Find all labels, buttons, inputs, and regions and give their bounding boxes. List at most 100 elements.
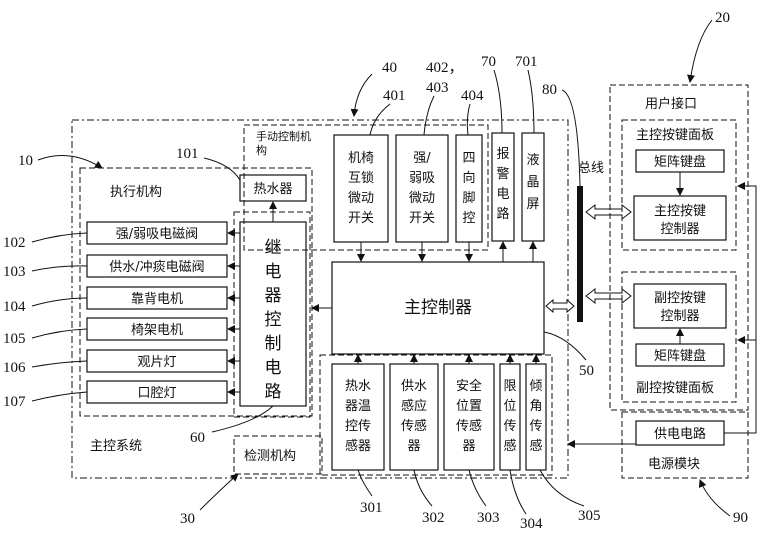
svg-text:机椅: 机椅 [348, 151, 374, 166]
manual-control-label-2: 构 [256, 143, 267, 157]
svg-text:403: 403 [426, 80, 449, 96]
bus-double-arrows [546, 205, 631, 312]
actuator-label-5: 观片灯 [137, 355, 176, 370]
sensor-to-controller-arrows [358, 355, 536, 364]
svg-text:路: 路 [496, 206, 509, 222]
svg-text:106: 106 [3, 360, 26, 376]
svg-text:电: 电 [496, 187, 509, 202]
svg-text:晶: 晶 [526, 175, 539, 190]
svg-text:电: 电 [265, 262, 282, 282]
svg-text:传: 传 [529, 419, 542, 434]
svg-text:开关: 开关 [409, 211, 435, 226]
user-interface-label: 用户接口 [645, 96, 697, 112]
svg-text:屏: 屏 [526, 197, 539, 212]
relay-circuit-label: 继 电 器 控 制 电 路 [265, 238, 282, 402]
svg-text:向: 向 [462, 170, 475, 186]
svg-text:位置: 位置 [456, 399, 482, 414]
power-circuit-label: 供电电路 [654, 426, 706, 442]
svg-text:器: 器 [407, 439, 420, 454]
svg-text:器温: 器温 [345, 399, 371, 414]
controller-to-output-arrows [503, 242, 533, 262]
power-module-label: 电源模块 [648, 457, 700, 472]
svg-text:脚: 脚 [462, 190, 475, 206]
svg-text:限: 限 [503, 379, 516, 394]
svg-text:安全: 安全 [456, 378, 482, 394]
svg-text:20: 20 [715, 10, 730, 26]
main-panel-label: 主控按键面板 [636, 128, 714, 143]
svg-text:103: 103 [3, 264, 26, 280]
manual-to-controller-arrows [361, 242, 469, 261]
bus-bar [577, 186, 583, 322]
svg-text:器: 器 [462, 439, 475, 454]
svg-text:107: 107 [3, 394, 26, 410]
svg-text:80: 80 [542, 82, 557, 98]
svg-text:微动: 微动 [409, 191, 435, 206]
svg-text:105: 105 [3, 331, 26, 347]
svg-text:301: 301 [360, 500, 383, 516]
svg-text:控: 控 [265, 310, 282, 330]
svg-text:302: 302 [422, 510, 445, 526]
svg-text:传: 传 [503, 419, 516, 434]
main-key-controller-label-1: 主控按键 [654, 204, 706, 219]
svg-text:位: 位 [503, 399, 516, 414]
sub-key-controller-label-1: 副控按键 [654, 291, 706, 306]
svg-text:402，: 402， [426, 60, 464, 76]
svg-text:303: 303 [477, 510, 500, 526]
svg-text:开关: 开关 [348, 211, 374, 226]
svg-text:路: 路 [265, 382, 282, 402]
svg-text:101: 101 [176, 146, 199, 162]
svg-text:强/: 强/ [413, 151, 431, 166]
main-controller-label: 主控制器 [404, 298, 472, 318]
manual-control-label-1: 手动控制机 [256, 129, 311, 143]
svg-text:继: 继 [265, 238, 282, 258]
svg-text:供水: 供水 [401, 379, 427, 394]
svg-text:传感: 传感 [401, 418, 427, 434]
svg-text:401: 401 [383, 88, 406, 104]
svg-text:60: 60 [190, 430, 205, 446]
main-matrix-keypad-label: 矩阵键盘 [654, 154, 706, 170]
svg-text:液: 液 [526, 153, 539, 168]
actuator-label-2: 供水/冲痰电磁阀 [109, 259, 204, 275]
svg-text:305: 305 [578, 508, 601, 524]
svg-text:传感: 传感 [456, 418, 482, 434]
svg-text:102: 102 [3, 235, 26, 251]
sub-key-controller-label-2: 控制器 [660, 309, 699, 324]
svg-text:角: 角 [529, 399, 542, 414]
svg-text:104: 104 [3, 299, 26, 315]
svg-text:四: 四 [462, 151, 475, 166]
actuator-label-4: 椅架电机 [131, 323, 183, 338]
actuator-label-1: 强/弱吸电磁阀 [116, 227, 198, 242]
svg-text:30: 30 [180, 511, 195, 527]
sub-panel-label: 副控按键面板 [636, 381, 714, 396]
svg-text:微动: 微动 [348, 191, 374, 206]
svg-text:报: 报 [496, 147, 509, 162]
svg-text:控传: 控传 [345, 419, 371, 434]
svg-text:304: 304 [520, 516, 543, 532]
svg-text:701: 701 [515, 54, 538, 70]
svg-text:50: 50 [579, 363, 594, 379]
main-system-label: 主控系统 [90, 439, 142, 454]
svg-text:70: 70 [481, 54, 496, 70]
actuator-label-6: 口腔灯 [137, 386, 176, 401]
svg-text:控: 控 [462, 211, 475, 226]
actuator-label-3: 靠背电机 [131, 292, 183, 307]
svg-text:弱吸: 弱吸 [409, 171, 435, 186]
svg-text:感: 感 [529, 438, 542, 454]
svg-text:热水: 热水 [345, 379, 371, 394]
water-heater-label: 热水器 [253, 182, 292, 197]
main-key-controller-label-2: 控制器 [660, 222, 699, 237]
svg-text:90: 90 [733, 510, 748, 526]
svg-text:感器: 感器 [345, 438, 371, 454]
svg-text:互锁: 互锁 [348, 170, 374, 186]
actuator-list: 强/弱吸电磁阀 供水/冲痰电磁阀 靠背电机 椅架电机 观片灯 口腔灯 [87, 222, 227, 403]
svg-text:警: 警 [496, 166, 509, 182]
svg-text:器: 器 [265, 286, 282, 306]
bus-label: 总线 [578, 161, 604, 176]
svg-text:制: 制 [265, 334, 282, 354]
svg-text:404: 404 [461, 88, 484, 104]
svg-text:10: 10 [18, 153, 33, 169]
sub-matrix-keypad-label: 矩阵键盘 [654, 348, 706, 364]
svg-text:感应: 感应 [401, 398, 427, 414]
lcd-label: 液 晶 屏 [526, 153, 539, 212]
svg-text:40: 40 [382, 60, 397, 76]
